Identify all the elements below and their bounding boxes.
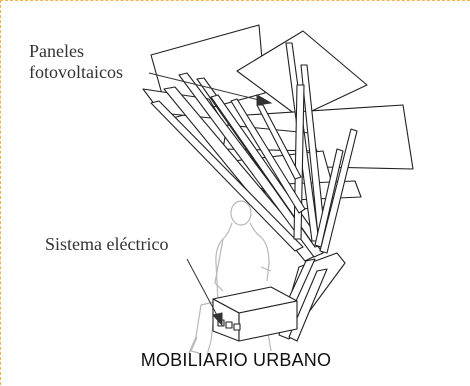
- branch: [230, 98, 306, 214]
- branch: [256, 104, 302, 180]
- box-socket: [233, 323, 241, 331]
- label-panels-line1: Paneles: [29, 41, 84, 61]
- leader-arrows: [148, 72, 273, 327]
- tree-branches: [150, 42, 358, 262]
- branch: [319, 128, 358, 254]
- label-photovoltaic-panels: Paneles fotovoltaicos: [29, 41, 123, 83]
- diagram-caption: MOBILIARIO URBANO: [140, 350, 332, 370]
- box-socket: [225, 321, 233, 329]
- branch: [314, 148, 344, 248]
- electrical-box: [212, 286, 298, 342]
- arrowhead: [212, 312, 223, 327]
- label-electric-system: Sistema eléctrico: [45, 234, 169, 254]
- label-panels-line2: fotovoltaicos: [29, 62, 123, 82]
- branch: [178, 72, 324, 258]
- branch: [150, 100, 304, 252]
- arrowhead: [256, 94, 273, 106]
- trunk-strip: [288, 268, 328, 342]
